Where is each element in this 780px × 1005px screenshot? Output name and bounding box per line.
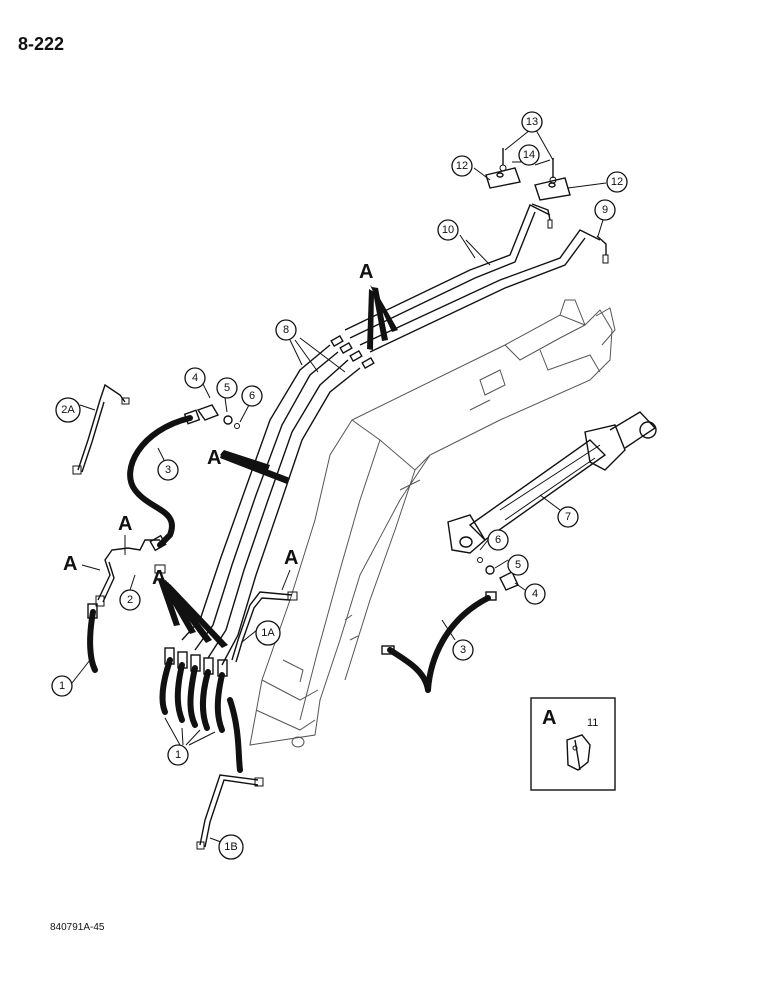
svg-text:4: 4 xyxy=(192,372,198,384)
callout-14: 14 xyxy=(518,144,540,166)
figure-code: 840791A-45 xyxy=(50,922,105,933)
inset-detail-a: A 11 xyxy=(530,697,616,791)
callout-6-right: 6 xyxy=(487,529,509,551)
tube-2 xyxy=(95,539,166,607)
svg-text:5: 5 xyxy=(515,559,521,571)
section-label-a-middle: A xyxy=(207,447,221,469)
section-label-a-left-3: A xyxy=(152,567,166,589)
callout-1a: 1A xyxy=(255,620,281,646)
hydraulic-cylinder xyxy=(447,411,657,554)
svg-text:4: 4 xyxy=(532,588,538,600)
svg-text:8: 8 xyxy=(283,324,289,336)
section-label-a-center: A xyxy=(284,547,298,569)
long-tube-assembly xyxy=(181,334,375,666)
boom-illustration xyxy=(249,299,616,748)
svg-text:12: 12 xyxy=(611,176,623,188)
svg-text:2: 2 xyxy=(127,594,133,606)
svg-text:3: 3 xyxy=(165,464,171,476)
svg-text:7: 7 xyxy=(565,511,571,523)
svg-text:9: 9 xyxy=(602,204,608,216)
left-return-hose xyxy=(127,404,240,552)
callout-6-left: 6 xyxy=(241,385,263,407)
page-number: 8-222 xyxy=(18,34,65,54)
section-a-pointers xyxy=(81,285,398,648)
tube-1b xyxy=(196,697,264,850)
svg-text:12: 12 xyxy=(456,160,468,172)
svg-text:13: 13 xyxy=(526,116,538,128)
right-return-hose xyxy=(381,557,519,693)
svg-text:6: 6 xyxy=(495,534,501,546)
callout-12-right: 12 xyxy=(606,171,628,193)
svg-text:14: 14 xyxy=(523,149,535,161)
svg-text:10: 10 xyxy=(442,224,454,236)
callout-12-left: 12 xyxy=(451,155,473,177)
callout-1-group: 1 xyxy=(167,744,189,766)
section-label-a-left-1: A xyxy=(118,513,132,535)
bolt-set xyxy=(499,148,557,184)
callout-3-right: 3 xyxy=(452,639,474,661)
callout-8: 8 xyxy=(275,319,297,341)
hose-group xyxy=(159,647,228,733)
callout-4-left: 4 xyxy=(184,367,206,389)
callout-5-right: 5 xyxy=(507,554,529,576)
svg-text:1A: 1A xyxy=(261,627,275,639)
callout-9: 9 xyxy=(594,199,616,221)
callout-13: 13 xyxy=(521,111,543,133)
upper-tube-assembly xyxy=(344,203,609,353)
callout-2a: 2A xyxy=(55,397,81,423)
inset-part-number: 11 xyxy=(587,717,598,729)
callout-2: 2 xyxy=(119,589,141,611)
callout-4-right: 4 xyxy=(524,583,546,605)
section-label-a-upper: A xyxy=(359,261,373,283)
inset-label: A xyxy=(542,707,556,729)
callout-5-left: 5 xyxy=(216,377,238,399)
svg-text:3: 3 xyxy=(460,644,466,656)
callout-7: 7 xyxy=(557,506,579,528)
svg-text:1: 1 xyxy=(59,680,65,692)
clamp-right xyxy=(534,177,571,201)
svg-text:2A: 2A xyxy=(61,404,75,416)
svg-text:6: 6 xyxy=(249,390,255,402)
tube-1a xyxy=(231,591,298,663)
callout-1b: 1B xyxy=(218,834,244,860)
left-hose-1 xyxy=(87,603,98,673)
callout-1-left: 1 xyxy=(51,675,73,697)
section-label-a-left-2: A xyxy=(63,553,77,575)
svg-text:1B: 1B xyxy=(224,841,237,853)
callout-3-left: 3 xyxy=(157,459,179,481)
svg-text:1: 1 xyxy=(175,749,181,761)
tube-2a xyxy=(72,383,130,475)
svg-text:5: 5 xyxy=(224,382,230,394)
callout-10: 10 xyxy=(437,219,459,241)
